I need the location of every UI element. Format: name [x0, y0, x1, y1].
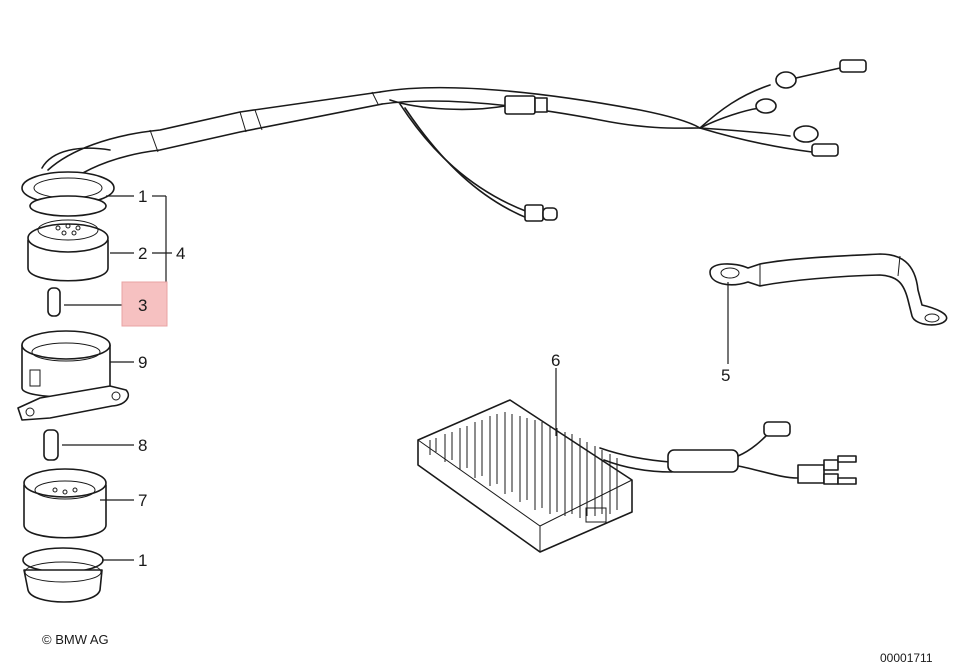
- label-part-1-top[interactable]: 1: [138, 187, 147, 206]
- label-part-7[interactable]: 7: [138, 491, 147, 510]
- part-8-socket-pin[interactable]: [43, 429, 59, 461]
- part-1-seal-ring-top[interactable]: [21, 147, 115, 217]
- copyright-text: © BMW AG: [42, 632, 109, 647]
- part-2-connector-housing[interactable]: [27, 219, 109, 282]
- label-part-5[interactable]: 5: [721, 366, 730, 385]
- label-part-2[interactable]: 2: [138, 244, 147, 263]
- wiring-harness[interactable]: [47, 59, 867, 222]
- part-3-contact-pin[interactable]: [47, 287, 61, 317]
- label-part-8[interactable]: 8: [138, 436, 147, 455]
- part-5-ground-cable[interactable]: [709, 253, 948, 326]
- label-part-9[interactable]: 9: [138, 353, 147, 372]
- label-part-4[interactable]: 4: [176, 244, 185, 263]
- label-part-1-bottom[interactable]: 1: [138, 551, 147, 570]
- part-1-seal-ring-bottom[interactable]: [22, 547, 104, 603]
- part-9-bracket[interactable]: [17, 330, 130, 421]
- part-number-labels: 1 2 4 3 9 8 7 1 5 6: [138, 187, 730, 570]
- part-3-highlight: [121, 281, 168, 327]
- part-6-voltage-regulator[interactable]: [417, 399, 857, 553]
- diagram-id: 00001711: [880, 651, 933, 665]
- part-7-connector-socket[interactable]: [23, 468, 107, 539]
- label-part-3[interactable]: 3: [138, 296, 147, 315]
- label-part-6[interactable]: 6: [551, 351, 560, 370]
